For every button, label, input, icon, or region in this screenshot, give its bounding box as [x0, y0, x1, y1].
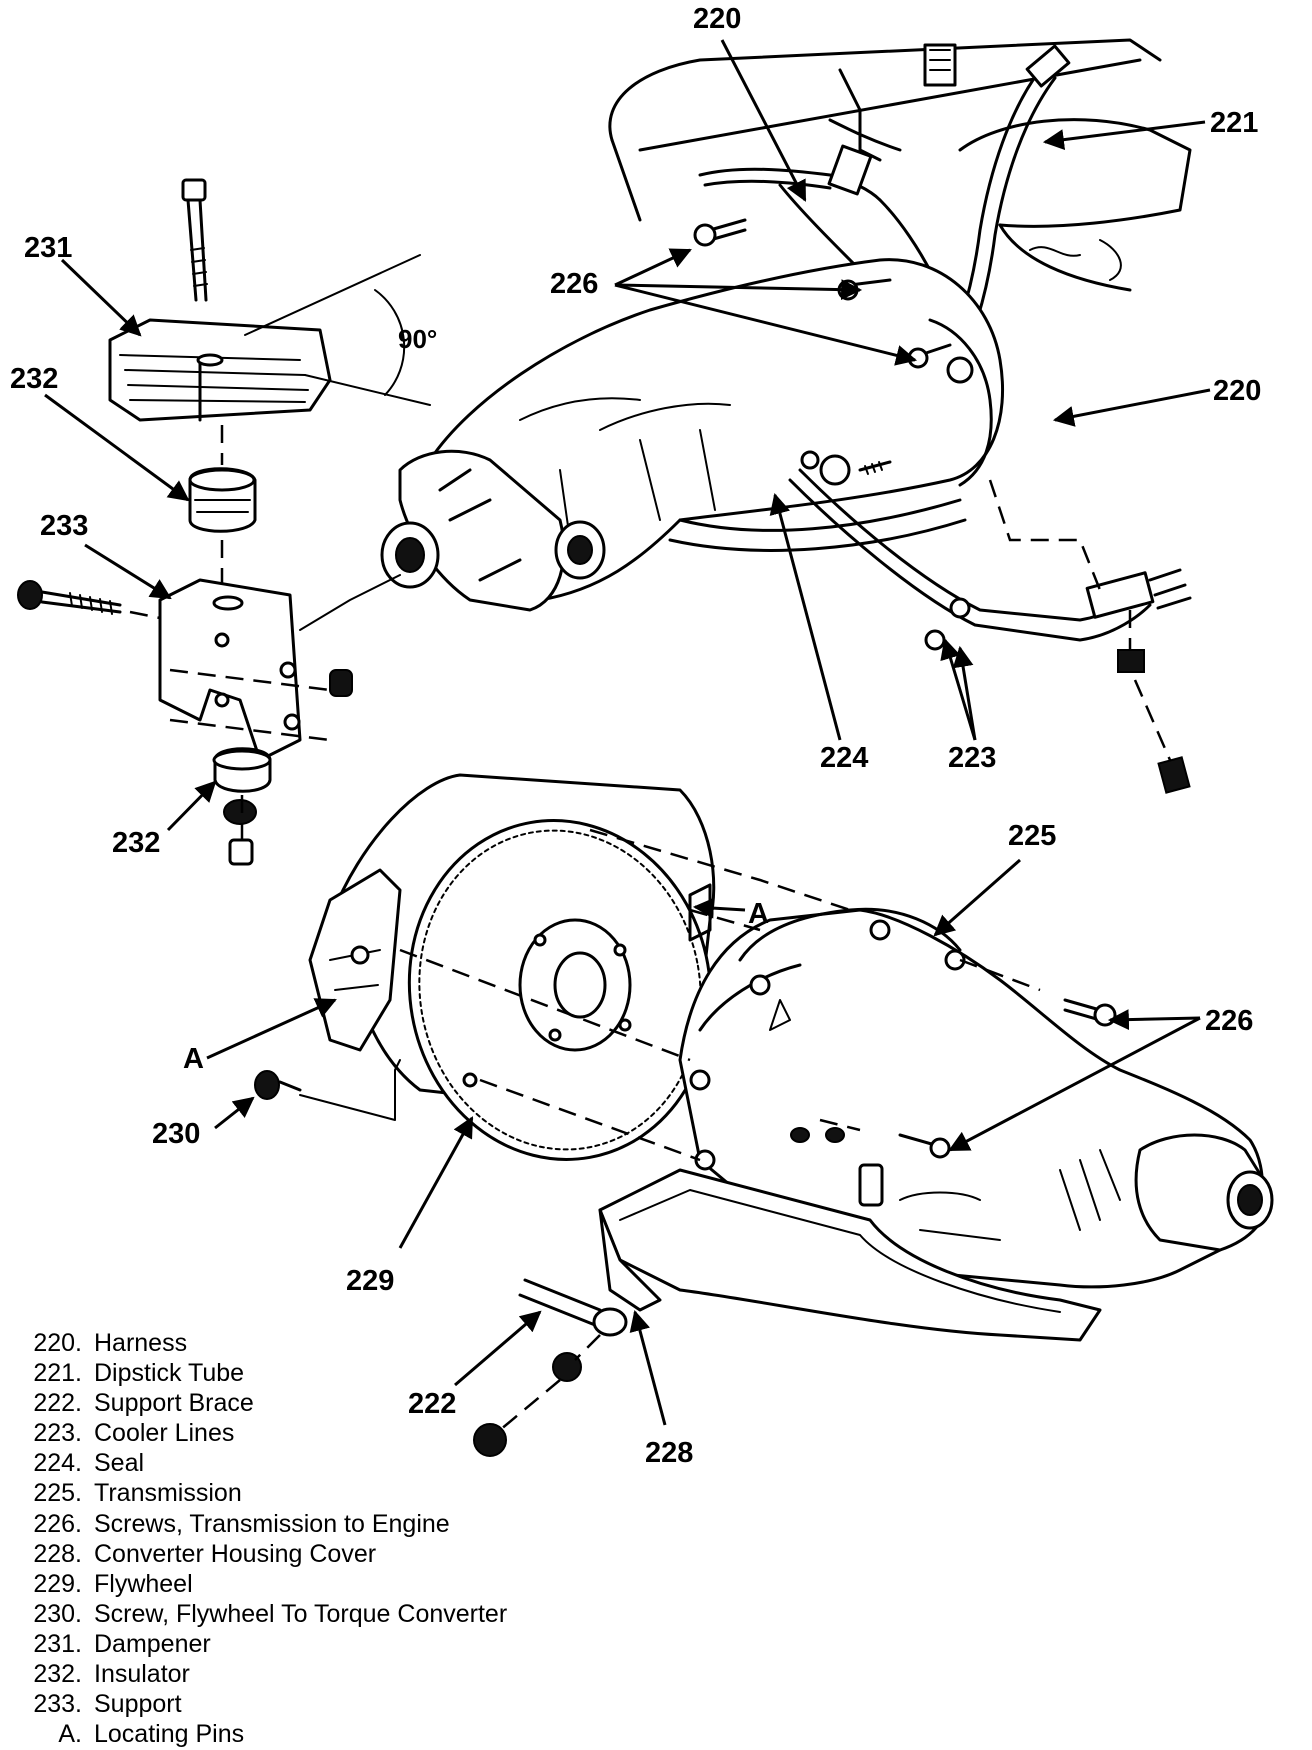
callout-221: 221: [1210, 107, 1258, 139]
callout-231: 231: [24, 232, 72, 264]
legend-item: 221. Dipstick Tube: [12, 1358, 652, 1388]
callout-220-right: 220: [1213, 375, 1261, 407]
legend-label: Screw, Flywheel To Torque Converter: [94, 1599, 508, 1628]
legend-item: 225. Transmission: [12, 1478, 652, 1508]
callout-232-top: 232: [10, 363, 58, 395]
flywheel-drawing: [254, 773, 716, 1161]
legend-number: 225.: [33, 1479, 82, 1508]
legend-number: 224.: [33, 1449, 82, 1478]
legend-label: Dipstick Tube: [94, 1359, 245, 1388]
legend-label: Converter Housing Cover: [94, 1539, 377, 1568]
legend-item: 232. Insulator: [12, 1659, 652, 1689]
legend-number: 223.: [33, 1419, 82, 1448]
legend-number: 230.: [33, 1599, 82, 1628]
engine-block-drawing: [608, 38, 1192, 292]
callout-222: 222: [408, 1388, 456, 1420]
legend-label: Cooler Lines: [94, 1419, 235, 1448]
legend-item: 233. Support: [12, 1689, 652, 1719]
legend-item: 229. Flywheel: [12, 1569, 652, 1599]
legend-label: Support: [94, 1690, 182, 1719]
legend-number: A.: [58, 1720, 82, 1749]
legend-number: 232.: [33, 1660, 82, 1689]
legend-label: Harness: [94, 1329, 188, 1357]
legend-number: 222.: [33, 1389, 82, 1418]
callout-233: 233: [40, 510, 88, 542]
callout-226-bottom: 226: [1205, 1005, 1253, 1037]
callout-228: 228: [645, 1437, 693, 1469]
legend-number: 231.: [33, 1629, 82, 1658]
callout-A-right: A: [748, 898, 769, 930]
legend-number: 226.: [33, 1509, 82, 1538]
cooler-lines-drawing: [788, 468, 1192, 794]
callout-220-top: 220: [693, 3, 741, 35]
legend-item: 224. Seal: [12, 1448, 652, 1478]
legend-number: 233.: [33, 1690, 82, 1719]
callout-230: 230: [152, 1118, 200, 1150]
legend-item: A. Locating Pins: [12, 1719, 652, 1749]
transmission-bottom-drawing: [399, 828, 1274, 1457]
parts-legend: 220. Harness 221. Dipstick Tube 222. Sup…: [12, 1328, 652, 1749]
legend-number: 220.: [33, 1329, 82, 1357]
legend-item: 223. Cooler Lines: [12, 1418, 652, 1448]
callout-A-left: A: [183, 1043, 204, 1075]
legend-item: 231. Dampener: [12, 1629, 652, 1659]
legend-item: 222. Support Brace: [12, 1388, 652, 1418]
callout-226-top: 226: [550, 268, 598, 300]
callout-225: 225: [1008, 820, 1056, 852]
legend-item: 220. Harness: [12, 1328, 652, 1358]
legend-label: Transmission: [94, 1479, 242, 1508]
callout-232-bottom: 232: [112, 827, 160, 859]
callout-229: 229: [346, 1265, 394, 1297]
legend-number: 221.: [33, 1359, 82, 1388]
legend-item: 228. Converter Housing Cover: [12, 1539, 652, 1569]
legend-label: Insulator: [94, 1660, 190, 1689]
transmission-top-drawing: [380, 258, 1005, 612]
legend-label: Locating Pins: [94, 1720, 245, 1749]
mount-assembly-drawing: [17, 178, 431, 866]
callout-224: 224: [820, 742, 868, 774]
legend-number: 228.: [33, 1539, 82, 1568]
legend-number: 229.: [33, 1569, 82, 1598]
legend-label: Seal: [94, 1449, 145, 1478]
callout-223: 223: [948, 742, 996, 774]
legend-label: Screws, Transmission to Engine: [94, 1509, 450, 1538]
angle-label-90: 90°: [398, 324, 437, 354]
legend-label: Support Brace: [94, 1389, 254, 1418]
legend-item: 230. Screw, Flywheel To Torque Converter: [12, 1599, 652, 1629]
legend-label: Flywheel: [94, 1569, 193, 1598]
legend-label: Dampener: [94, 1629, 211, 1658]
legend-item: 226. Screws, Transmission to Engine: [12, 1509, 652, 1539]
leader-lines: [44, 39, 1211, 1426]
